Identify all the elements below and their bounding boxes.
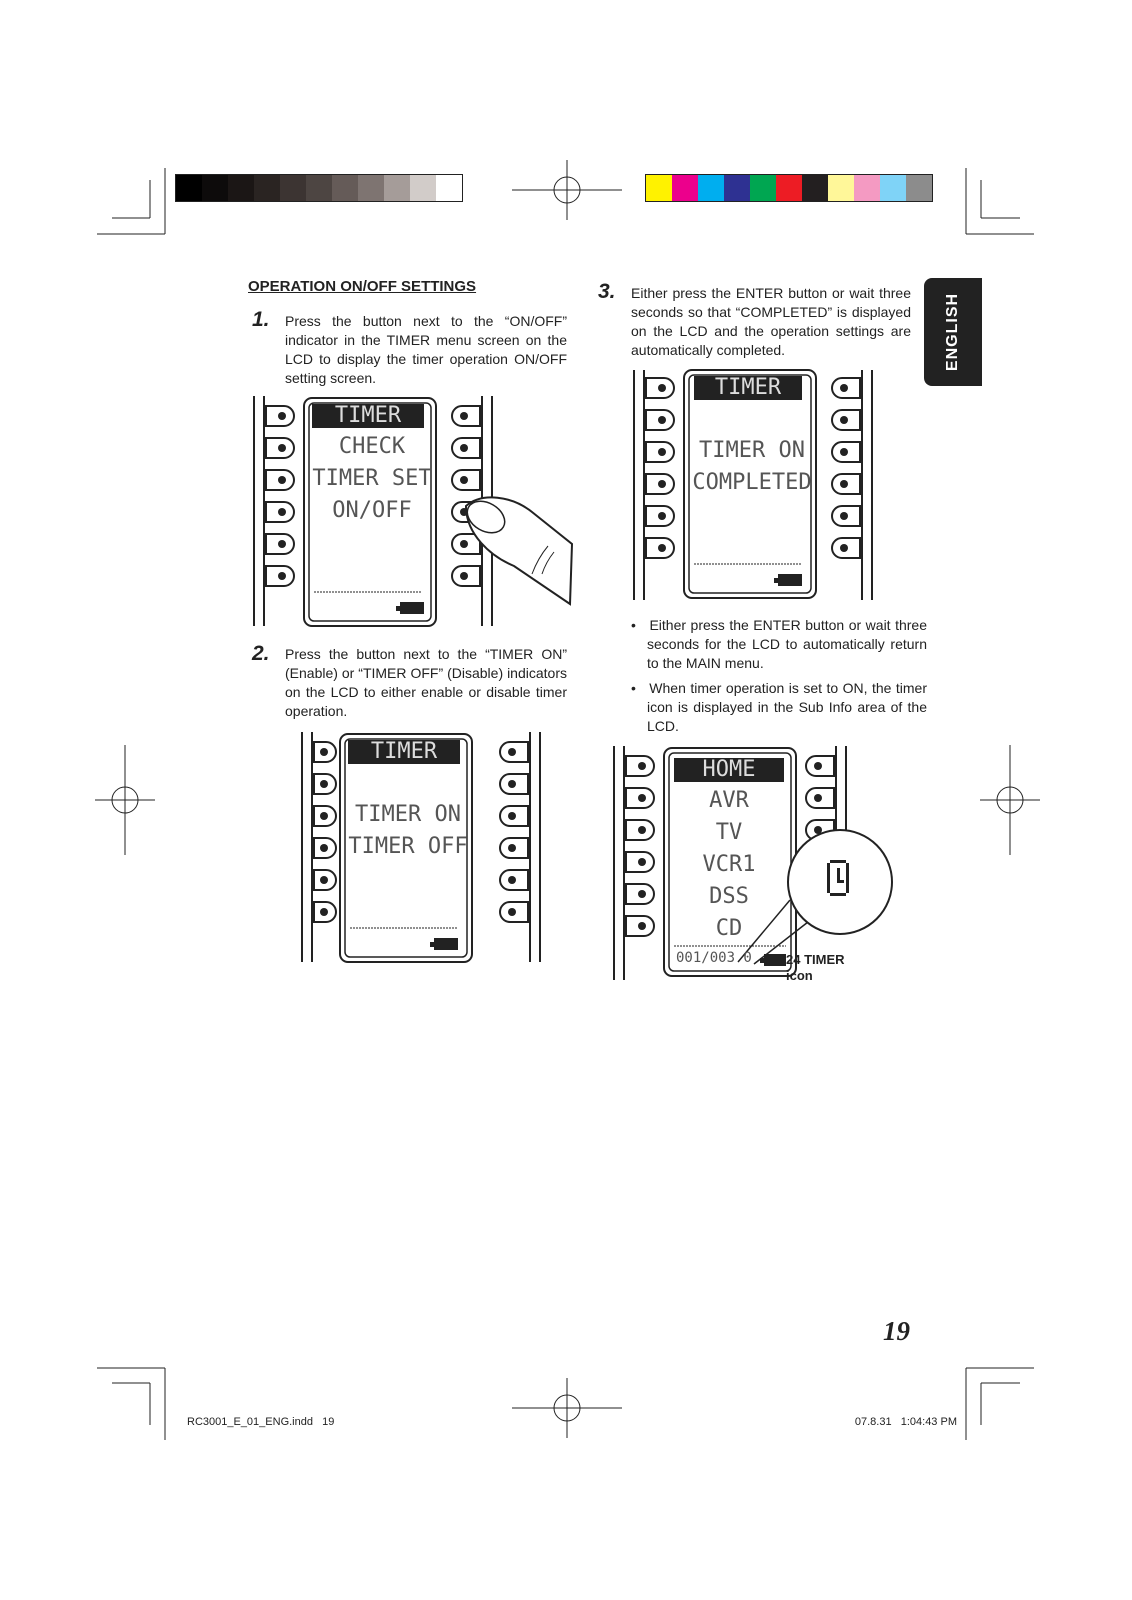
lcd-line: ON/OFF — [332, 498, 412, 523]
color-swatch — [698, 175, 724, 201]
color-swatch — [228, 175, 254, 201]
footer-filename: RC3001_E_01_ENG.indd 19 — [187, 1416, 335, 1428]
lcd-header-label: HOME — [702, 757, 756, 782]
lcd-line: CHECK — [338, 434, 406, 459]
lcd-header — [348, 740, 460, 764]
lcd-line: VCR1 — [702, 852, 756, 877]
lcd-header-label: TIMER — [714, 375, 782, 400]
color-swatch — [202, 175, 228, 201]
callout-number: 24 — [786, 952, 801, 967]
color-swatch — [724, 175, 750, 201]
color-swatch — [828, 175, 854, 201]
lcd-header — [312, 404, 424, 428]
color-swatch — [306, 175, 332, 201]
color-swatch — [906, 175, 932, 201]
section-title: OPERATION ON/OFF SETTINGS — [248, 278, 477, 295]
remote-frame — [633, 369, 873, 600]
lcd-line: TV — [715, 820, 743, 845]
callout-label-2: icon — [786, 968, 813, 983]
side-buttons — [265, 405, 574, 606]
remote-frame — [301, 732, 541, 963]
color-swatch — [280, 175, 306, 201]
timer-icon-callout: 24 TIMER icon — [786, 952, 845, 984]
bullet-item: • Either press the ENTER button or wait … — [631, 617, 927, 671]
color-swatch — [410, 175, 436, 201]
color-swatch — [672, 175, 698, 201]
registration-target-top — [512, 160, 622, 220]
bullet-item: • When timer operation is set to ON, the… — [631, 680, 927, 734]
lcd-line: TIMER ON — [355, 802, 461, 827]
lcd-line: CD — [715, 916, 743, 941]
language-tab-label: ENGLISH — [944, 292, 961, 372]
lcd-line: AVR — [709, 788, 749, 813]
lcd-line: TIMER SET — [312, 466, 432, 491]
page-number: 19 — [883, 1316, 910, 1346]
lcd-illustration-timer-on-off: TIMER TIMER ON TIMER OFF — [300, 730, 550, 970]
language-tab: ENGLISH — [924, 278, 982, 386]
color-swatch — [646, 175, 672, 201]
lcd-illustration-onoff: TIMER CHECK TIMER SET ON/OFF — [252, 394, 582, 634]
color-swatch — [802, 175, 828, 201]
color-swatch — [776, 175, 802, 201]
step-1-number: 1. — [252, 308, 270, 331]
timer-icon-large — [827, 860, 849, 896]
color-swatch — [854, 175, 880, 201]
registration-target-right — [980, 745, 1040, 855]
footer-timestamp: 07.8.31 1:04:43 PM — [854, 1416, 957, 1428]
lcd-illustration-home: HOME AVR TV VCR1 DSS CD 001/003 0 24 TIM… — [612, 744, 912, 984]
registration-target-left — [95, 745, 155, 855]
color-swatch — [332, 175, 358, 201]
lcd-status-line: 001/003 0 — [676, 950, 752, 966]
bullet-text: Either press the ENTER button or wait th… — [647, 617, 927, 671]
step-2-text: Press the button next to the “TIMER ON” … — [285, 646, 567, 719]
lcd-illustration-completed: TIMER TIMER ON COMPLETED — [632, 368, 882, 608]
color-swatch — [254, 175, 280, 201]
color-registration-bar — [645, 174, 933, 202]
color-swatch — [384, 175, 410, 201]
grayscale-registration-bar — [175, 174, 463, 202]
step-1-text: Press the button next to the “ON/OFF” in… — [285, 313, 567, 386]
bullet-text: When timer operation is set to ON, the t… — [647, 680, 927, 734]
lcd-line: TIMER ON — [699, 438, 805, 463]
lcd-line: COMPLETED — [692, 470, 812, 495]
color-swatch — [176, 175, 202, 201]
step-3-number: 3. — [598, 280, 616, 303]
lcd-header — [694, 376, 802, 400]
lcd-header-label: TIMER — [334, 403, 402, 428]
registration-target-bottom — [512, 1378, 622, 1438]
lcd-header-label: TIMER — [370, 739, 438, 764]
remote-frame — [613, 746, 893, 980]
step-2-number: 2. — [252, 642, 270, 665]
color-swatch — [358, 175, 384, 201]
callout-label-1: TIMER — [804, 952, 845, 967]
lcd-line: TIMER OFF — [348, 834, 468, 859]
color-swatch — [750, 175, 776, 201]
lcd-line: DSS — [709, 884, 749, 909]
step-3-text: Either press the ENTER button or wait th… — [631, 285, 911, 358]
color-swatch — [880, 175, 906, 201]
lcd-header — [674, 758, 784, 782]
color-swatch — [436, 175, 462, 201]
